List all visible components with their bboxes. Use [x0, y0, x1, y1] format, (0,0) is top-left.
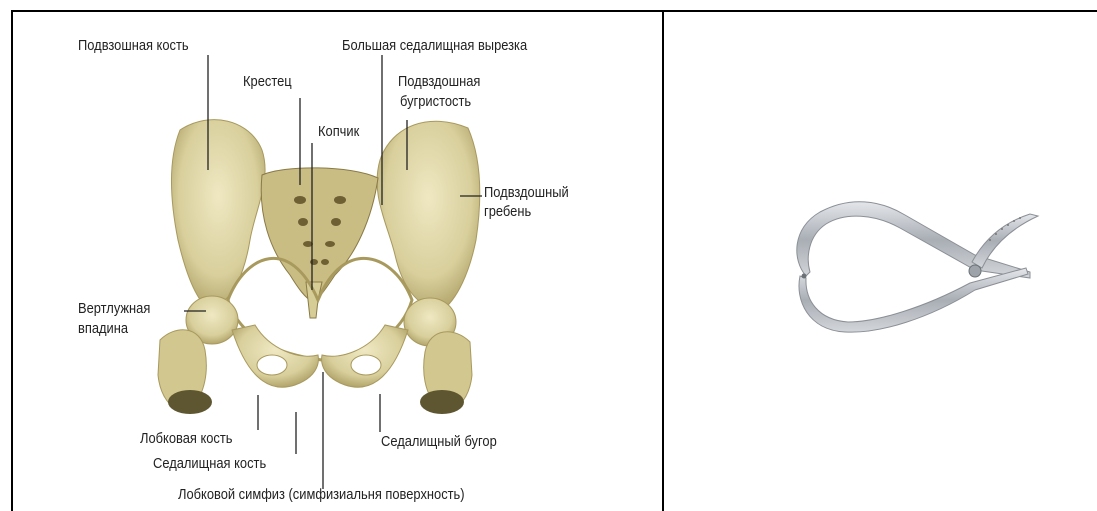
label-greater-sciatic-notch: Большая седалищная вырезка [342, 37, 527, 54]
label-ischial-tuberosity: Седалищный бугор [381, 433, 497, 450]
label-iliac-tuberosity-line2: бугристость [400, 93, 471, 110]
label-acetabulum-line1: Вертлужная [78, 300, 150, 317]
label-iliac-bone: Подвзошная кость [78, 37, 189, 54]
left-ilium [172, 120, 266, 310]
label-pubic-symphysis: Лобковой симфиз (симфизиальня поверхност… [178, 486, 465, 503]
label-ischium: Седалищная кость [153, 455, 266, 472]
label-acetabulum-line2: впадина [78, 320, 128, 337]
label-sacrum: Крестец [243, 73, 292, 90]
pelvimeter-image [797, 202, 1038, 332]
label-pubic-bone: Лобковая кость [140, 430, 232, 447]
label-coccyx: Копчик [318, 123, 359, 140]
right-ilium [377, 121, 480, 312]
label-iliac-crest-line2: гребень [484, 203, 531, 220]
label-iliac-tuberosity-line1: Подвздошная [398, 73, 480, 90]
label-iliac-crest-line1: Подвздошный [484, 184, 569, 201]
